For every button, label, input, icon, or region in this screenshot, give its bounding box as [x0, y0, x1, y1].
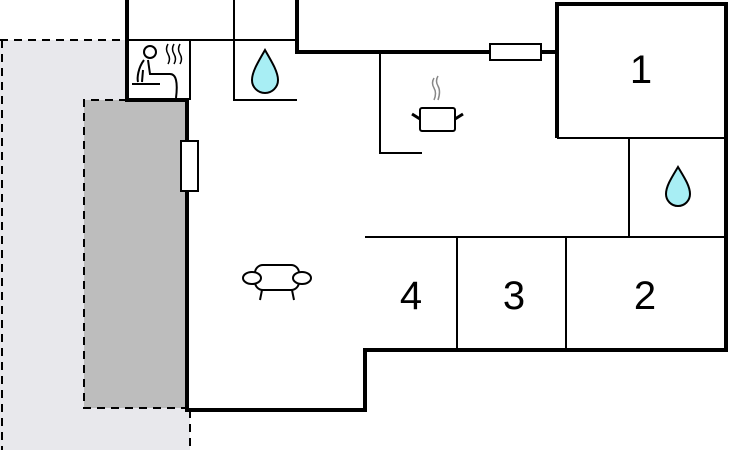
covered-terrace-outline [83, 99, 187, 409]
window [489, 43, 542, 61]
water-drop-icon [664, 165, 692, 207]
interior-walls [127, 0, 726, 350]
terrace-outline [0, 39, 191, 450]
kitchen-pot-icon [411, 75, 464, 132]
room-label-3: 3 [503, 274, 525, 318]
water-drop-icon [250, 48, 280, 94]
covered-terrace [84, 100, 187, 408]
sofa-icon [242, 264, 312, 301]
room-label-1: 1 [630, 48, 652, 92]
window [180, 140, 199, 192]
sauna-icon [132, 43, 183, 99]
room-label-2: 2 [634, 274, 656, 318]
room-label-4: 4 [400, 274, 422, 318]
